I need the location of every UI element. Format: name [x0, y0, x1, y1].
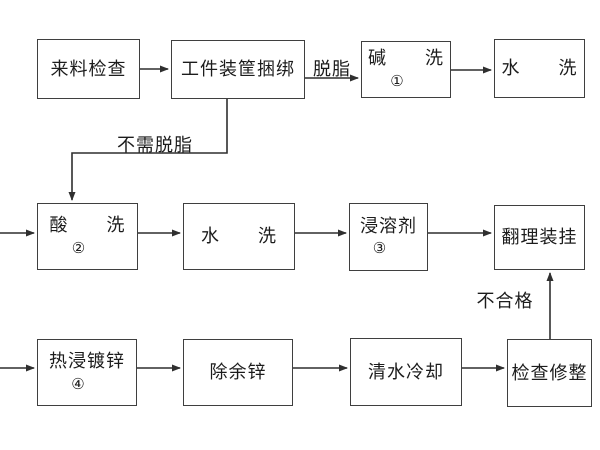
node-label: 来料检查	[50, 58, 127, 79]
flow-node-sort-and-hang: 翻理装挂	[494, 205, 585, 270]
flow-node-inspect-trim: 检查修整	[507, 339, 592, 407]
flow-node-water-wash-1: 水 洗	[494, 39, 585, 98]
node-step-number: ③	[372, 241, 387, 258]
edge-label-degrease: 脱脂	[313, 59, 351, 79]
flow-node-acid-wash: 酸 洗 ②	[37, 203, 138, 270]
node-label: 水 洗	[201, 226, 277, 247]
edge-label-no-degrease: 不需脱脂	[117, 135, 193, 155]
node-label: 检查修整	[511, 362, 588, 383]
flow-node-remove-excess-zinc: 除余锌	[183, 339, 293, 406]
flow-node-water-cooling: 清水冷却	[350, 338, 462, 406]
node-label: 浸溶剂	[360, 215, 417, 236]
node-label: 除余锌	[209, 362, 267, 383]
node-label: 工件装筐捆绑	[181, 59, 295, 80]
node-step-number: ①	[390, 73, 404, 90]
flow-node-hot-dip-galvanize: 热浸镀锌 ④	[37, 339, 137, 406]
flow-node-alkali-wash: 碱 洗 ①	[361, 41, 451, 98]
flow-node-flux-dip: 浸溶剂 ③	[349, 203, 428, 271]
node-label: 碱 洗	[368, 48, 444, 69]
edge-label-rejected: 不合格	[476, 291, 534, 311]
flow-node-incoming-inspection: 来料检查	[37, 39, 140, 99]
node-step-number: ④	[71, 376, 85, 393]
node-label: 翻理装挂	[501, 227, 578, 248]
node-label: 水 洗	[501, 58, 578, 79]
flow-node-basket-binding: 工件装筐捆绑	[171, 40, 305, 99]
node-label: 清水冷却	[368, 361, 444, 382]
node-step-number: ②	[71, 240, 86, 257]
flow-node-water-wash-2: 水 洗	[183, 203, 295, 270]
node-label: 酸 洗	[49, 215, 126, 236]
node-label: 热浸镀锌	[49, 351, 125, 372]
